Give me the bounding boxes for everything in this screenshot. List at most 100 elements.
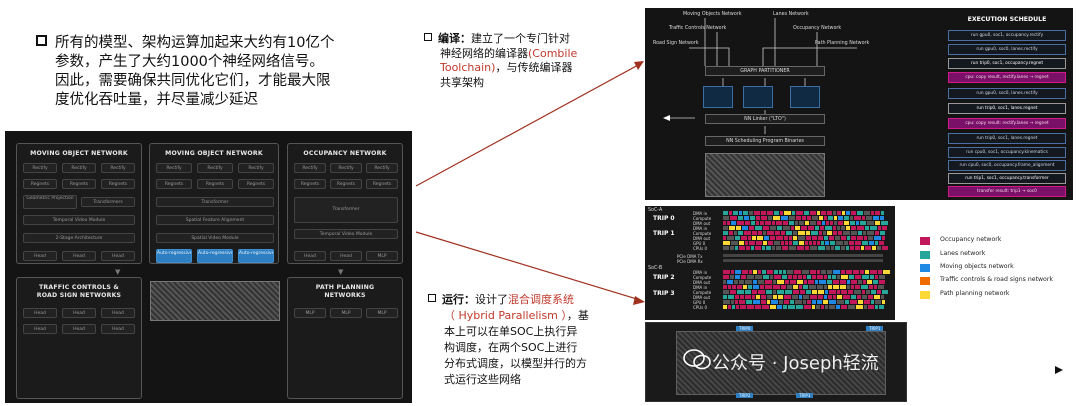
- row-label: DMA in: [693, 285, 708, 290]
- timeline-block: [798, 231, 805, 235]
- timeline-block: [854, 216, 861, 220]
- timeline-block: [877, 246, 881, 250]
- timeline-block: [761, 211, 766, 215]
- timeline-block: [865, 246, 871, 250]
- timeline-block: [735, 300, 738, 304]
- partition-block-1: [703, 86, 733, 108]
- timeline-block: [803, 300, 806, 304]
- timeline-block: [864, 236, 867, 240]
- timeline-block: [871, 290, 876, 294]
- timeline-block: [841, 290, 847, 294]
- temporal-video-module-cell: Temporal Video Module: [23, 215, 135, 225]
- timeline-block: [881, 295, 884, 299]
- timeline-block: [746, 246, 750, 250]
- legend-swatch: [920, 264, 930, 272]
- timeline-block: [737, 285, 742, 289]
- timeline-block: [765, 285, 772, 289]
- timeline-block: [848, 305, 855, 309]
- timeline-block: [850, 246, 854, 250]
- timeline-block: [777, 305, 782, 309]
- timeline-block: [789, 216, 795, 220]
- timeline-block: [857, 236, 863, 240]
- timeline-block: [835, 246, 840, 250]
- board-trip-label: TRIP2: [736, 393, 754, 398]
- compiler-sep: ：: [460, 32, 471, 45]
- timeline-block: [803, 295, 809, 299]
- timeline-block: [851, 236, 856, 240]
- timeline-block: [799, 241, 804, 245]
- trip-1-label: TRIP 1: [653, 230, 675, 237]
- head-cell: Head: [62, 308, 96, 318]
- timeline-block: [860, 221, 866, 225]
- runtime-text-2: ，基: [566, 309, 589, 322]
- timeline-block: [738, 231, 743, 235]
- transformer-cell: Transformer: [294, 197, 398, 223]
- timeline-block: [847, 280, 850, 284]
- timeline-block: [795, 221, 798, 225]
- timeline-block: [764, 236, 769, 240]
- row-label: DMA in: [693, 211, 708, 216]
- schedule-item: cpu: copy result, rectify.lanes → regnet: [948, 72, 1066, 83]
- timeline-block: [810, 211, 816, 215]
- pcie-rx-label: PCIe DMA Rx: [677, 259, 703, 264]
- timeline-block: [818, 236, 823, 240]
- timeline-block: [862, 275, 869, 279]
- timeline-block: [851, 280, 857, 284]
- timeline-block: [752, 295, 755, 299]
- timeline-block: [875, 231, 879, 235]
- compiler-note: 编译：建立了一个专门针对 神经网络的编译器(Combile Toolchain)…: [424, 32, 644, 90]
- timeline-block: [827, 280, 832, 284]
- timeline-block: [879, 305, 884, 309]
- timeline-block: [771, 300, 778, 304]
- compiler-text-1: 建立了一个专门针对: [471, 32, 570, 45]
- timeline-block: [816, 305, 820, 309]
- schedule-item: run trip0, soc1, occupancy.regnet: [948, 58, 1066, 69]
- timeline-block: [727, 221, 730, 225]
- regnets-cell: Regnets: [156, 179, 192, 189]
- timeline-block: [760, 221, 764, 225]
- compiler-text-4: 共享架构: [440, 75, 484, 89]
- head-cell: Head: [101, 324, 135, 334]
- timeline-block: [821, 305, 824, 309]
- main-bullet: 所有的模型、架构运算加起来大约有10亿个 参数，产生了大约1000个神经网络信号…: [36, 34, 396, 110]
- path-title-line-1: PATH PLANNING: [315, 284, 375, 291]
- timeline-block: [851, 295, 856, 299]
- timeline-block: [772, 221, 775, 225]
- timeline-block: [762, 246, 765, 250]
- timeline-block: [758, 231, 762, 235]
- timeline-block: [779, 300, 783, 304]
- timeline-block: [749, 211, 753, 215]
- timeline-block: [821, 241, 824, 245]
- regnets-cell: Regnets: [101, 179, 135, 189]
- timeline-block: [791, 226, 794, 230]
- timeline-block: [874, 295, 880, 299]
- timeline-block: [784, 211, 791, 215]
- timeline-block: [851, 285, 854, 289]
- timeline-block: [882, 290, 888, 294]
- runtime-red-2: （ Hybrid Parallelism ）: [444, 309, 567, 322]
- timeline-block: [813, 241, 816, 245]
- timeline-block: [723, 275, 729, 279]
- timeline-block: [866, 216, 872, 220]
- timeline-block: [784, 300, 789, 304]
- timeline-block: [833, 270, 840, 274]
- timeline-block: [783, 221, 788, 225]
- timeline-block: [858, 300, 863, 304]
- timeline-block: [848, 290, 853, 294]
- graph-partitioner-box: GRAPH PARTITIONER: [705, 66, 825, 76]
- timeline-block: [836, 241, 843, 245]
- timeline-block: [752, 231, 757, 235]
- timeline-block: [849, 241, 854, 245]
- main-line-3: 因此，需要确保共同优化它们，才能最大限: [55, 73, 331, 89]
- timeline-block: [743, 211, 748, 215]
- legend-label: Lanes network: [940, 250, 986, 257]
- timeline-block: [774, 211, 779, 215]
- head-cell: Head: [62, 251, 96, 261]
- timeline-block: [763, 226, 769, 230]
- spatial-feature-alignment-cell: Spatial Feature Alignment: [156, 215, 274, 225]
- timeline-block: [758, 280, 764, 284]
- traffic-title-line-2: ROAD SIGN NETWORKS: [36, 292, 122, 299]
- legend-item: Moving objects network: [920, 263, 1080, 275]
- timeline-block: [767, 231, 774, 235]
- timeline-block: [728, 295, 734, 299]
